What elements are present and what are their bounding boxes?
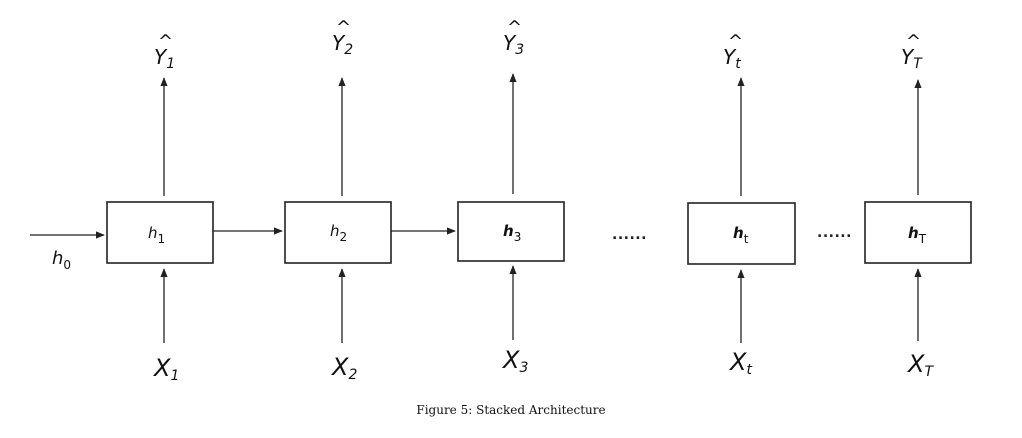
rnn-cell-3: h3 X3 ^ Y3 xyxy=(457,17,565,376)
output-hat-1: ^ xyxy=(158,31,173,52)
output-label-t: Yt xyxy=(723,45,741,72)
stacked-architecture-diagram: h0 ...... ...... h1 X1 ^ Y1 h2 X2 ^ xyxy=(30,17,972,384)
ellipsis-t-T: ...... xyxy=(817,225,852,241)
output-label-2: Y2 xyxy=(332,31,353,58)
hidden-state-label-1: h1 xyxy=(148,224,165,246)
hidden-state-label-3: h3 xyxy=(503,222,521,244)
input-label-1: X1 xyxy=(152,354,179,384)
hidden-state-label-2: h2 xyxy=(330,222,347,244)
rnn-cell-1: h1 X1 ^ Y1 xyxy=(106,31,214,384)
hidden-state-label-T: hT xyxy=(908,224,927,246)
input-label-T: XT xyxy=(906,350,934,380)
rnn-cell-T: hT XT ^ YT xyxy=(864,31,972,380)
ellipsis-3-t: ...... xyxy=(612,227,647,243)
output-hat-3: ^ xyxy=(507,17,522,38)
output-hat-2: ^ xyxy=(336,17,351,38)
hidden-state-box-T xyxy=(864,201,972,264)
output-label-T: YT xyxy=(901,45,923,72)
input-label-2: X2 xyxy=(330,353,357,383)
output-label-1: Y1 xyxy=(154,45,175,72)
input-label-t: Xt xyxy=(728,348,752,378)
figure-caption: Figure 5: Stacked Architecture xyxy=(416,403,606,417)
hidden-state-box-3 xyxy=(457,201,565,262)
rnn-cell-2: h2 X2 ^ Y2 xyxy=(284,17,392,383)
hidden-state-box-1 xyxy=(106,201,214,264)
hidden-state-box-2 xyxy=(284,201,392,264)
hidden-state-box-t xyxy=(687,202,796,265)
output-hat-T: ^ xyxy=(906,31,921,52)
output-hat-t: ^ xyxy=(728,31,743,52)
initial-state-label: h0 xyxy=(52,248,71,272)
hidden-state-label-t: ht xyxy=(733,224,749,246)
output-label-3: Y3 xyxy=(503,31,524,58)
input-label-3: X3 xyxy=(501,346,528,376)
rnn-cell-t: ht Xt ^ Yt xyxy=(687,31,796,378)
